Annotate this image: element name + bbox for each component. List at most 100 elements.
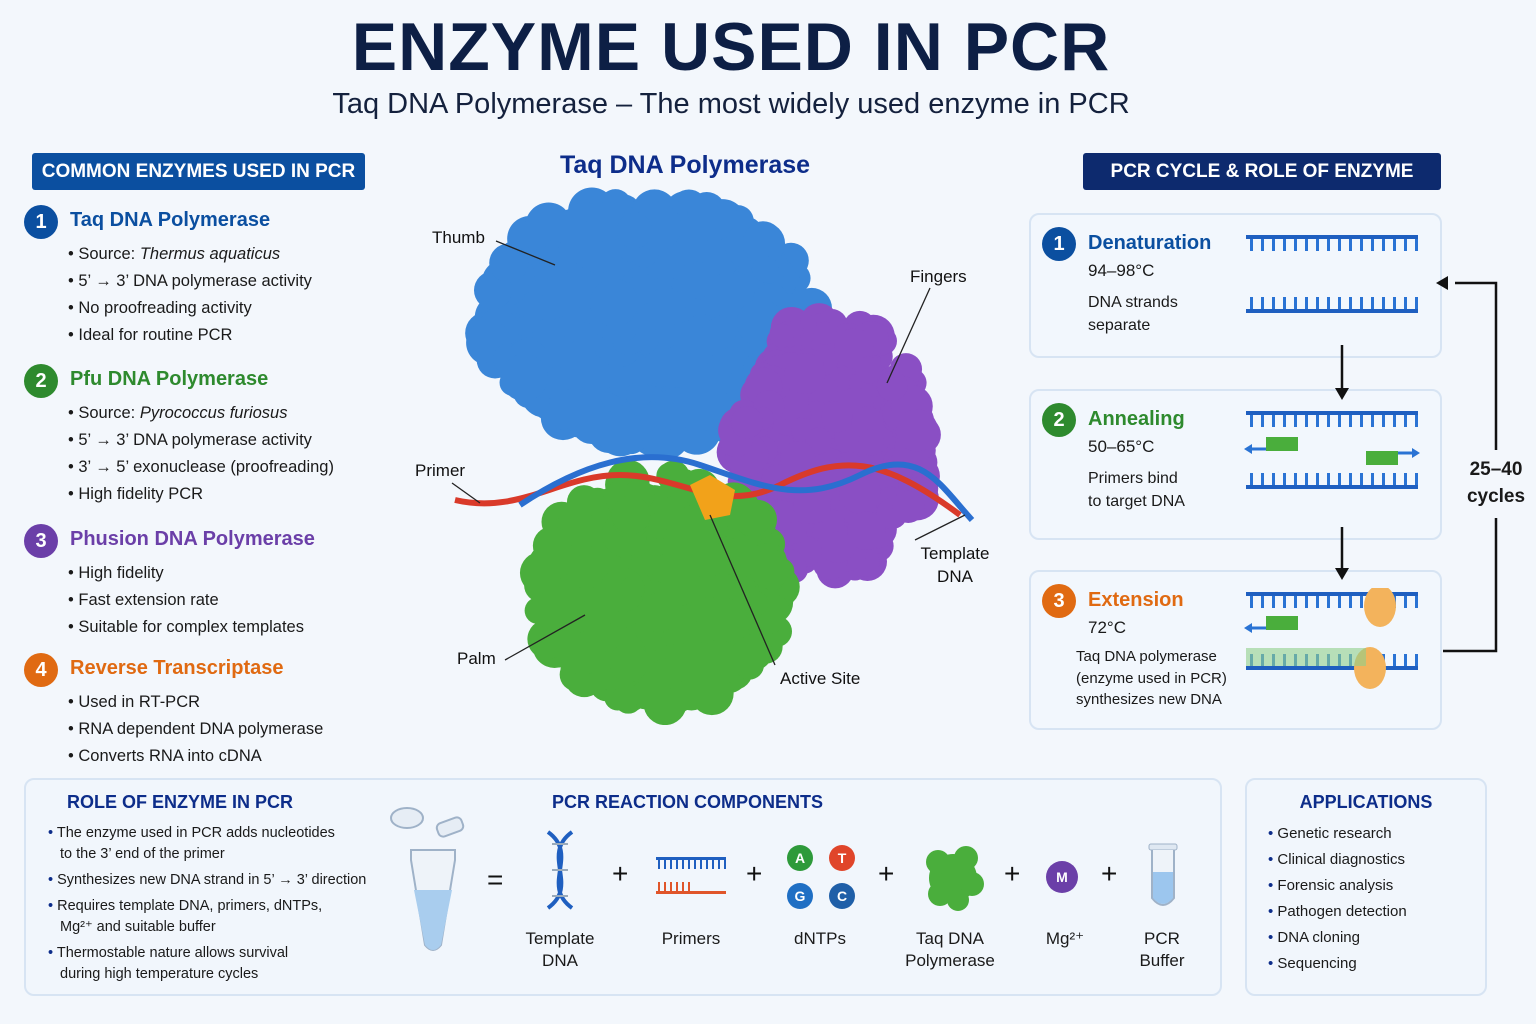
atom-sphere: [566, 485, 602, 520]
application-item: DNA cloning: [1268, 927, 1407, 948]
role-bullet-line: Thermostable nature allows survival: [56, 945, 289, 961]
application-item: Clinical diagnostics: [1268, 849, 1407, 870]
component-label-line: DNA: [542, 951, 578, 970]
bullet-text: Converts RNA into cDNA: [78, 747, 262, 765]
atom-sphere: [857, 429, 885, 456]
atom-sphere: [696, 640, 742, 686]
atom-sphere: [813, 321, 838, 345]
dntp-badge: G: [787, 883, 813, 909]
common-enzymes-header: COMMON ENZYMES USED IN PCR: [32, 153, 365, 190]
cycle-arrows: [1335, 276, 1498, 653]
component-label-line: Taq DNA: [915, 929, 985, 948]
component-label-line: Polymerase: [905, 951, 995, 970]
atom-sphere: [532, 526, 572, 565]
atom-sphere: [532, 590, 571, 630]
enzyme-bullet: 5’ → 3’ DNA polymerase activity: [68, 268, 312, 295]
dntp-badge: A: [787, 845, 813, 871]
role-bullet-line: to the 3’ end of the primer: [60, 846, 225, 862]
enzyme-number-badge: 2: [24, 364, 58, 398]
enzyme-bullet: Converts RNA into cDNA: [68, 743, 323, 770]
bullet-text: Suitable for complex templates: [78, 618, 304, 636]
atom-sphere: [742, 222, 786, 265]
atom-sphere: [539, 251, 568, 281]
atom-sphere: [609, 642, 649, 682]
label-template-line1: Template: [920, 544, 990, 563]
atom-sphere: [611, 495, 651, 535]
magnesium-icon: M: [1046, 861, 1078, 893]
polymerase-icon: [926, 846, 984, 911]
application-item: Pathogen detection: [1268, 901, 1406, 922]
bullet-text: Ideal for routine PCR: [78, 326, 233, 344]
pcr-tube-icon: [390, 807, 465, 951]
atom-sphere: [877, 370, 908, 401]
step-name: Extension: [1088, 589, 1184, 611]
enzyme-bullets: High fidelityFast extension rateSuitable…: [68, 560, 304, 641]
plus-sign: +: [746, 858, 763, 889]
step-temperature: 72°C: [1088, 618, 1126, 637]
role-bullet-line: during high temperature cycles: [60, 966, 259, 982]
label-thumb: Thumb: [432, 228, 485, 247]
structure-title: Taq DNA Polymerase: [559, 151, 811, 179]
component-label: dNTPs: [750, 928, 890, 950]
dntp-badge: C: [829, 883, 855, 909]
atom-sphere: [674, 320, 706, 352]
atom-sphere: [527, 619, 567, 659]
atom-sphere: [677, 261, 715, 299]
palm-domain: [519, 459, 800, 725]
enzyme-bullets: Source: Pyrococcus furiosus5’ → 3’ DNA p…: [68, 400, 334, 508]
enzyme-bullet: High fidelity PCR: [68, 481, 334, 508]
atom-sphere: [590, 278, 639, 327]
page-subtitle: Taq DNA Polymerase – The most widely use…: [332, 88, 1130, 120]
dntp-badge: T: [829, 845, 855, 871]
plus-sign: +: [612, 858, 629, 889]
bullet-text: 5’ → 3’ DNA polymerase activity: [78, 431, 312, 449]
atom-sphere: [687, 192, 726, 231]
atom-sphere: [780, 441, 816, 477]
step-description-line: DNA strands: [1088, 294, 1178, 311]
component-label: Taq DNA Polymerase: [880, 928, 1020, 972]
atom-sphere: [665, 642, 694, 671]
step-description-line: synthesizes new DNA: [1076, 691, 1222, 708]
role-bullet-line: Requires template DNA, primers, dNTPs,: [57, 898, 323, 914]
role-bullets: The enzyme used in PCR adds nucleotidest…: [48, 823, 388, 990]
dna-helix-icon: [546, 830, 574, 910]
plus-sign: +: [878, 858, 895, 889]
label-active-site: Active Site: [780, 669, 861, 688]
atom-sphere: [784, 521, 807, 544]
bullet-text: Used in RT-PCR: [78, 693, 201, 711]
source-organism: Pyrococcus furiosus: [139, 404, 288, 422]
components-title: PCR REACTION COMPONENTS: [552, 792, 824, 812]
atom-sphere: [821, 401, 853, 433]
equals-sign: =: [487, 864, 504, 895]
enzyme-name: Reverse Transcriptase: [70, 657, 284, 679]
step-number-badge: 3: [1042, 584, 1076, 618]
step-name: Denaturation: [1088, 232, 1212, 254]
step-temperature: 50–65°C: [1088, 437, 1155, 456]
atom-sphere: [645, 339, 693, 387]
role-bullet: Thermostable nature allows survival durin…: [48, 943, 388, 985]
step-description-line: (enzyme used in PCR): [1076, 669, 1227, 687]
component-label-line: Buffer: [1139, 951, 1185, 970]
atom-sphere: [639, 592, 679, 633]
page-title: ENZYME USED IN PCR: [351, 9, 1111, 85]
step-description-line: Primers bind: [1088, 470, 1178, 487]
bullet-text: Source:: [78, 245, 140, 263]
step-description-line: to target DNA: [1088, 493, 1185, 510]
step-number-badge: 1: [1042, 227, 1076, 261]
atom-sphere: [612, 683, 640, 710]
buffer-tube-icon: [1148, 843, 1178, 906]
atom-sphere: [743, 590, 769, 617]
bullet-text: Fast extension rate: [78, 591, 219, 609]
atom-sphere: [500, 354, 548, 402]
atom-sphere: [637, 302, 665, 331]
enzyme-bullet: Fast extension rate: [68, 587, 304, 614]
component-label-line: dNTPs: [794, 929, 846, 948]
atom-sphere: [752, 255, 779, 283]
atom-sphere: [769, 323, 794, 348]
application-item: Genetic research: [1268, 823, 1407, 844]
enzyme-number-badge: 1: [24, 205, 58, 239]
enzyme-bullet: 5’ → 3’ DNA polymerase activity: [68, 427, 334, 454]
role-bullet: The enzyme used in PCR adds nucleotidest…: [48, 823, 388, 865]
